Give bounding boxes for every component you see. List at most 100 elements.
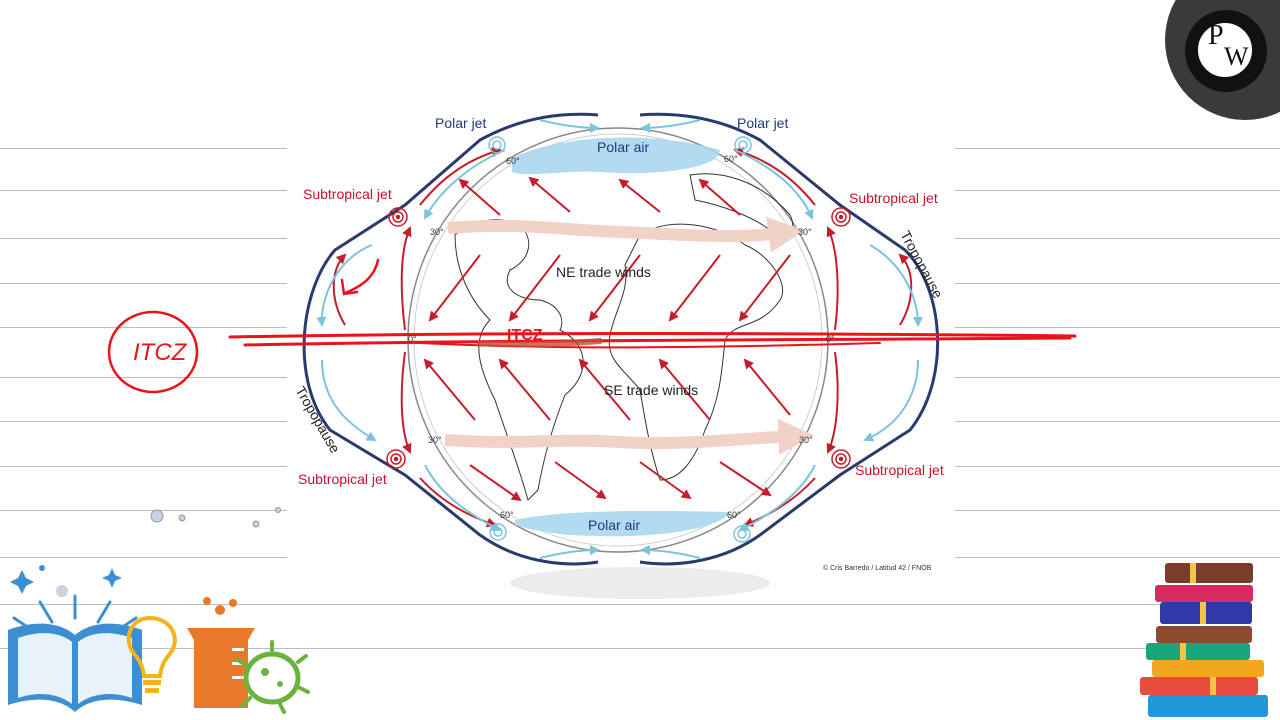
latitude-label-0: 0° xyxy=(408,334,417,344)
wind-arrow xyxy=(458,178,501,216)
light-bulb-icon xyxy=(126,615,177,693)
ruled-line xyxy=(955,421,1280,422)
ruled-line xyxy=(955,377,1280,378)
ruled-line xyxy=(955,327,1280,328)
ruled-line xyxy=(0,466,287,467)
cool-circulation-arrow xyxy=(863,359,919,442)
wind-arrow xyxy=(554,461,607,500)
cool-circulation-arrow xyxy=(424,464,502,531)
ruled-line xyxy=(0,421,287,422)
circulation-cells xyxy=(316,119,923,559)
latitude-label-30: 30° xyxy=(428,435,442,445)
wind-arrow xyxy=(469,464,522,502)
polar-air-label-top: Polar air xyxy=(597,139,649,155)
ruled-line xyxy=(0,238,287,239)
wind-arrow xyxy=(698,178,741,216)
itcz-handwritten-label: ITCZ xyxy=(133,339,188,366)
subtropical-jet-symbol-upper-left xyxy=(388,207,408,227)
wind-arrow xyxy=(668,254,721,322)
subtropical-jet-label-upper-left: Subtropical jet xyxy=(303,186,392,202)
ruled-line xyxy=(955,238,1280,239)
subtropical-jet-label-lower-right: Subtropical jet xyxy=(855,462,944,478)
wind-arrow xyxy=(738,254,791,322)
ruled-line xyxy=(0,648,1160,649)
warm-circulation-arrow xyxy=(743,477,816,527)
wind-arrow xyxy=(588,254,641,322)
polar-jet-symbol-bottom-right xyxy=(733,525,751,543)
wind-arrow xyxy=(639,461,692,500)
pw-logo-ring xyxy=(1196,21,1254,79)
westerlies-arrow-south xyxy=(444,418,815,455)
polar-jet-symbol-right xyxy=(734,136,752,154)
cool-circulation-arrow xyxy=(424,149,506,220)
wind-arrow xyxy=(719,461,772,497)
polar-jet-label-left: Polar jet xyxy=(435,115,486,131)
polar-jet-label-right: Polar jet xyxy=(737,115,788,131)
warm-circulation-arrow xyxy=(332,253,347,326)
ne-trade-winds-label: NE trade winds xyxy=(556,264,651,280)
pen-arrow-annotation xyxy=(343,258,380,295)
ruled-line xyxy=(0,283,287,284)
polar-air-region-bottom xyxy=(515,510,730,537)
subtropical-jet-symbol-lower-left xyxy=(386,449,406,469)
itcz-circle-annotation xyxy=(107,310,199,394)
polar-jet-symbol-left xyxy=(488,136,506,154)
tropopause-outline-right xyxy=(639,112,940,566)
continent-outline xyxy=(454,219,584,501)
wind-arrow xyxy=(618,178,661,213)
latitude-label-60: 60° xyxy=(500,510,514,520)
book-stack-icon xyxy=(1140,563,1268,717)
wind-arrow xyxy=(508,254,561,322)
latitude-label-30: 30° xyxy=(799,435,813,445)
se-trade-winds-label: SE trade winds xyxy=(604,382,698,398)
subtropical-jet-label-lower-left: Subtropical jet xyxy=(298,471,387,487)
polar-jet-symbol-bottom-left xyxy=(489,523,507,541)
latitude-label-30: 30° xyxy=(430,227,444,237)
itcz-pen-line xyxy=(228,332,1077,349)
decorative-dots xyxy=(150,507,281,528)
polar-air-label-bottom: Polar air xyxy=(588,517,640,533)
beaker-icon xyxy=(187,597,255,708)
ruled-line xyxy=(0,148,287,149)
globe-shadow xyxy=(510,567,770,599)
ruled-line xyxy=(0,604,1160,605)
germ-icon xyxy=(236,640,310,714)
wind-arrow xyxy=(658,358,711,421)
ruled-line xyxy=(0,377,287,378)
latitude-label-30: 30° xyxy=(798,227,812,237)
ruled-line xyxy=(0,327,287,328)
warm-circulation-arrow xyxy=(826,226,839,331)
ruled-line xyxy=(955,283,1280,284)
cool-circulation-arrow xyxy=(734,149,814,220)
ruled-line xyxy=(955,510,1280,511)
ne-trade-wind-arrows xyxy=(428,176,791,322)
latitude-label-60: 60° xyxy=(506,156,520,166)
pen-arrow-head xyxy=(340,278,359,296)
wind-arrow xyxy=(498,358,551,421)
wind-arrow xyxy=(423,358,476,421)
cool-circulation-arrow xyxy=(321,359,377,441)
subtropical-jet-symbol-lower-right xyxy=(831,449,851,469)
wind-arrow xyxy=(528,176,571,213)
warm-circulation-arrow xyxy=(898,253,913,326)
warm-circulation-arrow xyxy=(733,147,816,206)
itcz-label: ITCZ xyxy=(507,327,543,344)
latitude-label-0: 0° xyxy=(826,334,835,344)
continent-outline xyxy=(608,223,784,481)
image-credit: © Cris Barredo / Latitud 42 / FNOB xyxy=(823,564,932,572)
cool-circulation-arrow xyxy=(869,244,923,327)
ruled-line xyxy=(955,148,1280,149)
ruled-line xyxy=(0,190,287,191)
ruled-line xyxy=(955,190,1280,191)
ruled-line xyxy=(955,557,1280,558)
ruled-line xyxy=(0,557,287,558)
pw-logo-letter-w: W xyxy=(1224,42,1249,71)
latitude-label-60: 60° xyxy=(724,154,738,164)
latitude-label-60: 60° xyxy=(727,510,741,520)
cool-circulation-arrow xyxy=(738,464,816,531)
cool-circulation-arrow xyxy=(640,119,701,133)
subtropical-jet-label-upper-right: Subtropical jet xyxy=(849,190,938,206)
cool-circulation-arrow xyxy=(539,545,600,559)
warm-circulation-arrow xyxy=(400,226,412,331)
